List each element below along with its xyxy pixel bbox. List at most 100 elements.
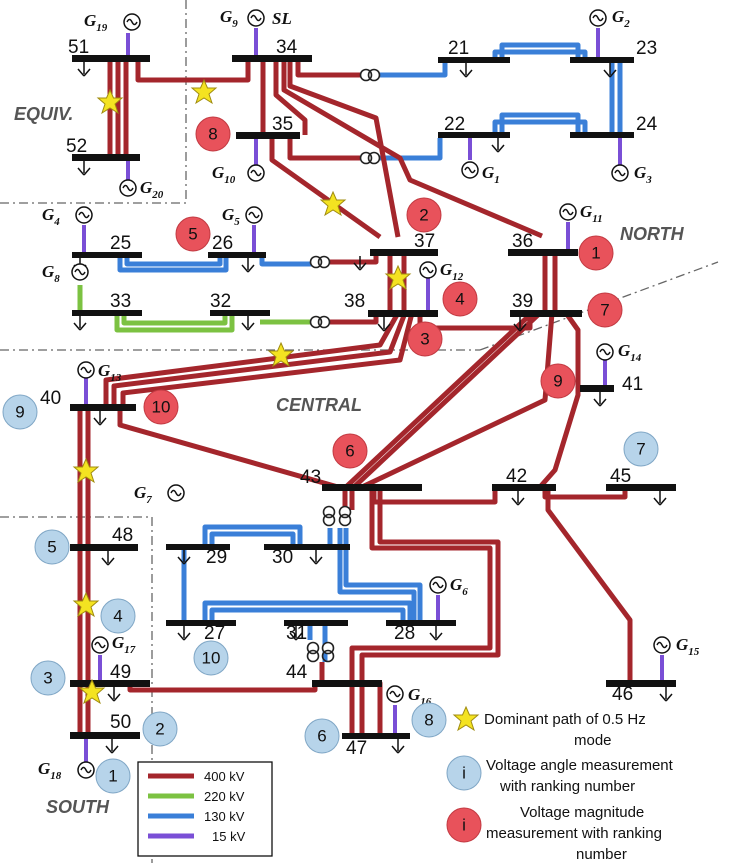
svg-text:10: 10	[152, 398, 171, 417]
generator-icon	[247, 9, 265, 27]
bus-31	[284, 620, 348, 626]
bus-label-26: 26	[212, 233, 233, 254]
angle-badge-10: 10	[193, 640, 229, 676]
load-arrow-icon	[241, 257, 255, 273]
star-icon	[191, 79, 217, 104]
area-label-central: CENTRAL	[276, 395, 362, 415]
load-arrow-icon	[659, 686, 673, 702]
generator-icon	[559, 203, 577, 221]
bus-label-32: 32	[210, 291, 231, 312]
bus-38	[368, 310, 438, 317]
load-arrow-icon	[491, 137, 505, 153]
magnitude-badge-4: 4	[442, 281, 478, 317]
bus-label-48: 48	[112, 525, 133, 546]
bus-label-24: 24	[636, 114, 658, 135]
bus-37	[370, 249, 438, 256]
generator-icon	[611, 164, 629, 182]
gen-label-20: G20	[140, 178, 164, 201]
generator-icon	[386, 685, 404, 703]
angle-badge-3: 3	[30, 660, 66, 696]
load-arrow-icon	[429, 625, 443, 641]
bus-41	[580, 385, 614, 392]
magnitude-badges: 8 5 2 1 4 7 3 9 10 6	[143, 116, 623, 469]
voltage-legend: 400 kV 220 kV 130 kV 15 kV	[137, 761, 273, 857]
svg-text:3: 3	[420, 330, 429, 349]
gen-label-11: G11	[580, 202, 603, 225]
bus-label-49: 49	[110, 662, 131, 683]
angle-badge-2: 2	[142, 711, 178, 747]
svg-text:6: 6	[345, 442, 354, 461]
load-arrow-icon	[101, 550, 115, 566]
bus-30	[264, 544, 350, 550]
svg-text:2: 2	[155, 720, 164, 739]
magnitude-badge-6: 6	[332, 433, 368, 469]
magnitude-badge-8: 8	[195, 116, 231, 152]
key-star-line2: mode	[574, 732, 612, 749]
generator-icon	[119, 179, 137, 197]
bus-label-33: 33	[110, 291, 131, 312]
bus-46	[606, 680, 676, 687]
bus-49	[70, 680, 150, 687]
gen-label-19: G19	[84, 11, 108, 34]
bus-33	[72, 310, 142, 316]
bus-label-44: 44	[286, 662, 308, 683]
load-arrow-icon	[93, 410, 107, 426]
magnitude-badge-1: 1	[578, 235, 614, 271]
load-arrow-icon	[77, 61, 91, 77]
load-arrow-icon	[653, 490, 667, 506]
bus-36	[508, 249, 578, 256]
angle-badge-1: 1	[95, 758, 131, 794]
bus-label-21: 21	[448, 38, 469, 59]
bus-47	[342, 733, 410, 739]
angle-badge-7: 7	[623, 431, 659, 467]
bus-label-41: 41	[622, 374, 643, 395]
bus-label-35: 35	[272, 114, 293, 135]
gen-label-13: G13	[98, 361, 122, 384]
bus-22	[438, 132, 510, 138]
bus-35	[236, 132, 300, 139]
bus-40	[70, 404, 136, 411]
area-labels: EQUIV. NORTH CENTRAL SOUTH	[14, 104, 685, 817]
bus-numbers: 51 34 21 23 35 22 24 52 25 26 37 36 33 3…	[40, 37, 658, 759]
svg-text:2: 2	[419, 206, 428, 225]
area-label-equiv: EQUIV.	[14, 104, 73, 124]
load-arrow-icon	[511, 490, 525, 506]
symbol-key: Dominant path of 0.5 Hz mode i Voltage a…	[446, 706, 674, 863]
magnitude-badge-10: 10	[143, 389, 179, 425]
svg-text:4: 4	[455, 290, 464, 309]
bus-label-31: 31	[286, 623, 307, 644]
generator-icon	[245, 206, 263, 224]
gen-label-7: G7	[134, 483, 152, 506]
bus-52	[72, 154, 140, 161]
bus-25	[72, 252, 142, 258]
generator-icon	[91, 636, 109, 654]
bus-label-30: 30	[272, 547, 293, 568]
svg-text:9: 9	[553, 372, 562, 391]
bus-44	[312, 680, 382, 687]
load-arrow-icon	[241, 315, 255, 331]
svg-text:5: 5	[188, 225, 197, 244]
generator-icon	[419, 261, 437, 279]
key-blue-line2: with ranking number	[499, 778, 635, 795]
bus-label-51: 51	[68, 37, 89, 58]
gen-label-6: G6	[450, 575, 468, 598]
generator-icon	[77, 361, 95, 379]
bus-label-34: 34	[276, 37, 298, 58]
lines-220kv	[77, 285, 312, 333]
bus-label-50: 50	[110, 712, 131, 733]
gen-label-15: G15	[676, 635, 700, 658]
load-arrow-icon	[459, 62, 473, 78]
bus-label-47: 47	[346, 738, 367, 759]
bus-label-22: 22	[444, 114, 465, 135]
load-arrow-icon	[391, 738, 405, 754]
bus-label-27: 27	[204, 623, 225, 644]
bus-label-46: 46	[612, 684, 633, 705]
load-arrow-icon	[309, 549, 323, 565]
svg-text:9: 9	[15, 403, 24, 422]
key-red-line2: measurement with ranking	[486, 825, 662, 842]
bus-26	[208, 252, 266, 258]
svg-text:7: 7	[636, 440, 645, 459]
bus-label-37: 37	[414, 231, 435, 252]
bus-29	[166, 544, 230, 550]
